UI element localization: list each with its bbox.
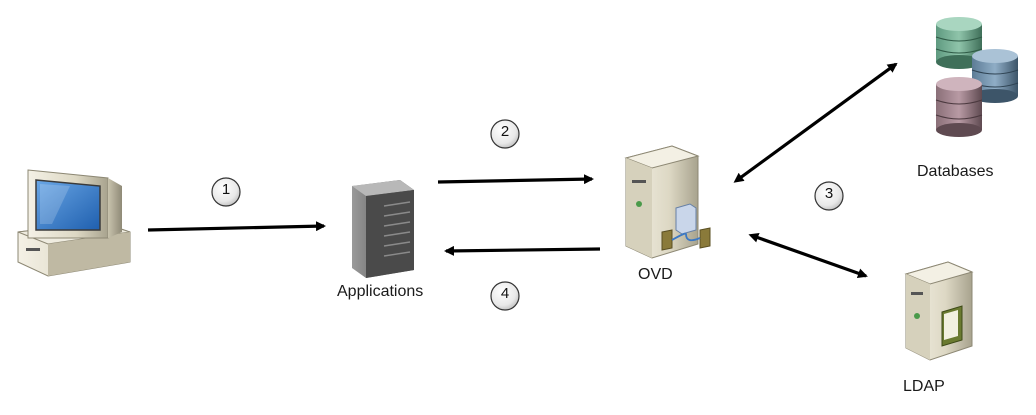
ovd-server-icon	[624, 145, 711, 259]
ldap-label: LDAP	[903, 378, 945, 395]
step-number: 1	[221, 181, 231, 198]
step-badges	[211, 119, 844, 311]
arrow-ovd-databases	[733, 62, 898, 183]
arrow-client-to-applications	[147, 221, 326, 232]
desktop-computer-icon	[17, 169, 131, 277]
databases-label: Databases	[917, 163, 994, 180]
step-number: 4	[500, 285, 510, 302]
step-badge-1: 1	[211, 177, 241, 207]
step-number: 2	[500, 123, 510, 140]
ovd-label: OVD	[638, 266, 673, 283]
applications-label: Applications	[337, 283, 424, 300]
arrow-ovd-ldap	[748, 232, 868, 279]
arrow-ovd-to-applications	[444, 245, 601, 256]
step-badge-3: 3	[814, 181, 844, 211]
server-tower-icon	[352, 180, 414, 278]
step-badge-2: 2	[490, 119, 520, 149]
arrow-applications-to-ovd	[437, 174, 594, 185]
step-number: 3	[824, 185, 834, 202]
step-badge-4: 4	[490, 281, 520, 311]
flow-arrows	[147, 62, 898, 279]
database-cylinders-icon	[935, 17, 1019, 137]
ldap-server-icon	[904, 261, 974, 361]
